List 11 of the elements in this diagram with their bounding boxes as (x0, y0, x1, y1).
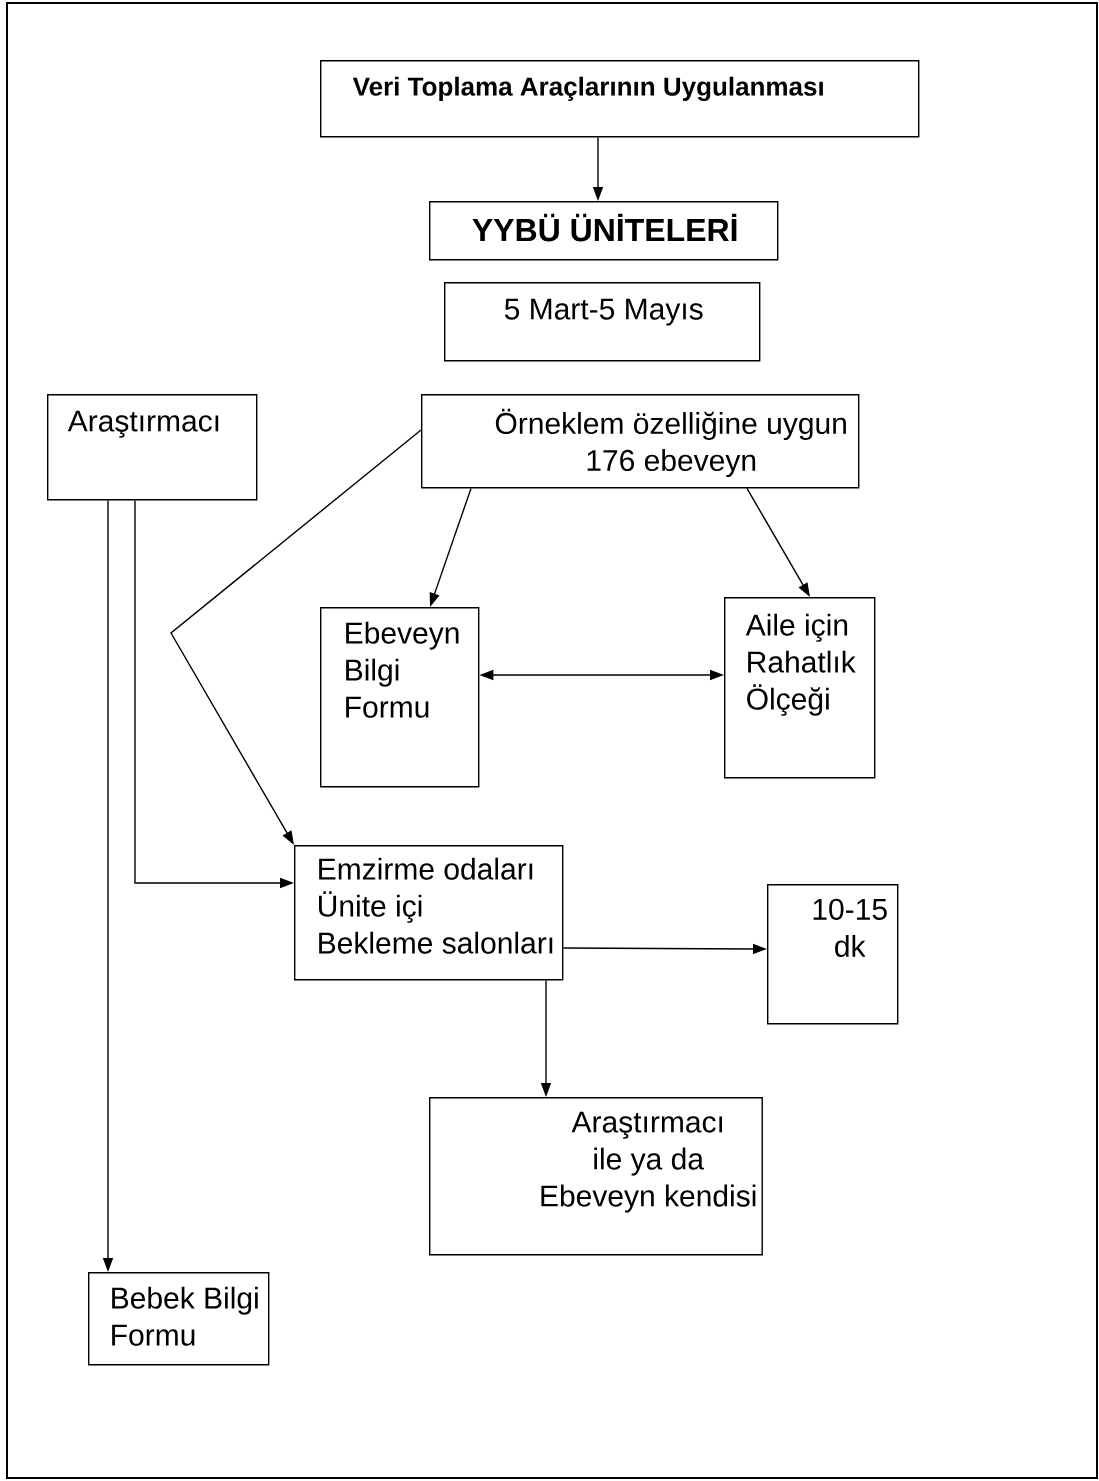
text-box: Emzirme odaları Ünite içi Bekleme salonları (294, 845, 564, 981)
text-box: 10-15 dk (767, 884, 899, 1025)
text-box: Araştırmacı (47, 394, 258, 501)
text-box: Araştırmacı ile ya da Ebeveyn kendisi (429, 1097, 763, 1256)
text-box: 5 Mart-5 Mayıs (444, 282, 761, 362)
text-box: Veri Toplama Araçlarının Uygulanması (320, 60, 920, 138)
text-box: YYBÜ ÜNİTELERİ (429, 201, 779, 261)
text-box: Ebeveyn Bilgi Formu (320, 607, 480, 788)
text-box: Örneklem özelliğine uygun 176 ebeveyn (421, 394, 860, 489)
text-box: Bebek Bilgi Formu (88, 1272, 270, 1366)
text-box: Aile için Rahatlık Ölçeği (724, 597, 876, 779)
